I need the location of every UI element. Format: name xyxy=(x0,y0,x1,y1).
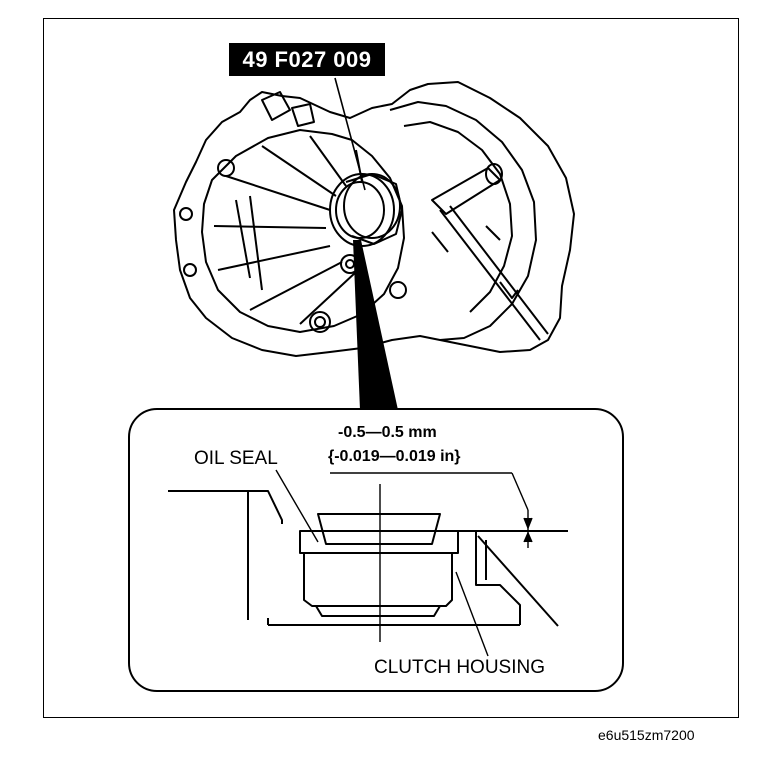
transmission-housing-drawing xyxy=(173,81,575,357)
oil-seal-label: OIL SEAL xyxy=(194,448,278,469)
oil-seal-leader xyxy=(275,469,319,543)
clutch-housing-leader xyxy=(455,571,489,657)
detail-section-drawing xyxy=(168,490,568,627)
detail-box xyxy=(128,408,624,692)
dimension-mm-label: -0.5—0.5 mm xyxy=(338,424,437,441)
figure-code: e6u515zm7200 xyxy=(598,727,695,743)
dimension-in-label: {-0.019—0.019 in} xyxy=(328,448,461,465)
tool-number-label: 49 F027 009 xyxy=(229,43,385,76)
clutch-housing-label: CLUTCH HOUSING xyxy=(374,657,546,678)
dimension-lines xyxy=(330,472,533,548)
tool-leader-line xyxy=(334,77,366,191)
detail-callout-wedge xyxy=(353,240,398,410)
figure-frame xyxy=(43,18,739,718)
